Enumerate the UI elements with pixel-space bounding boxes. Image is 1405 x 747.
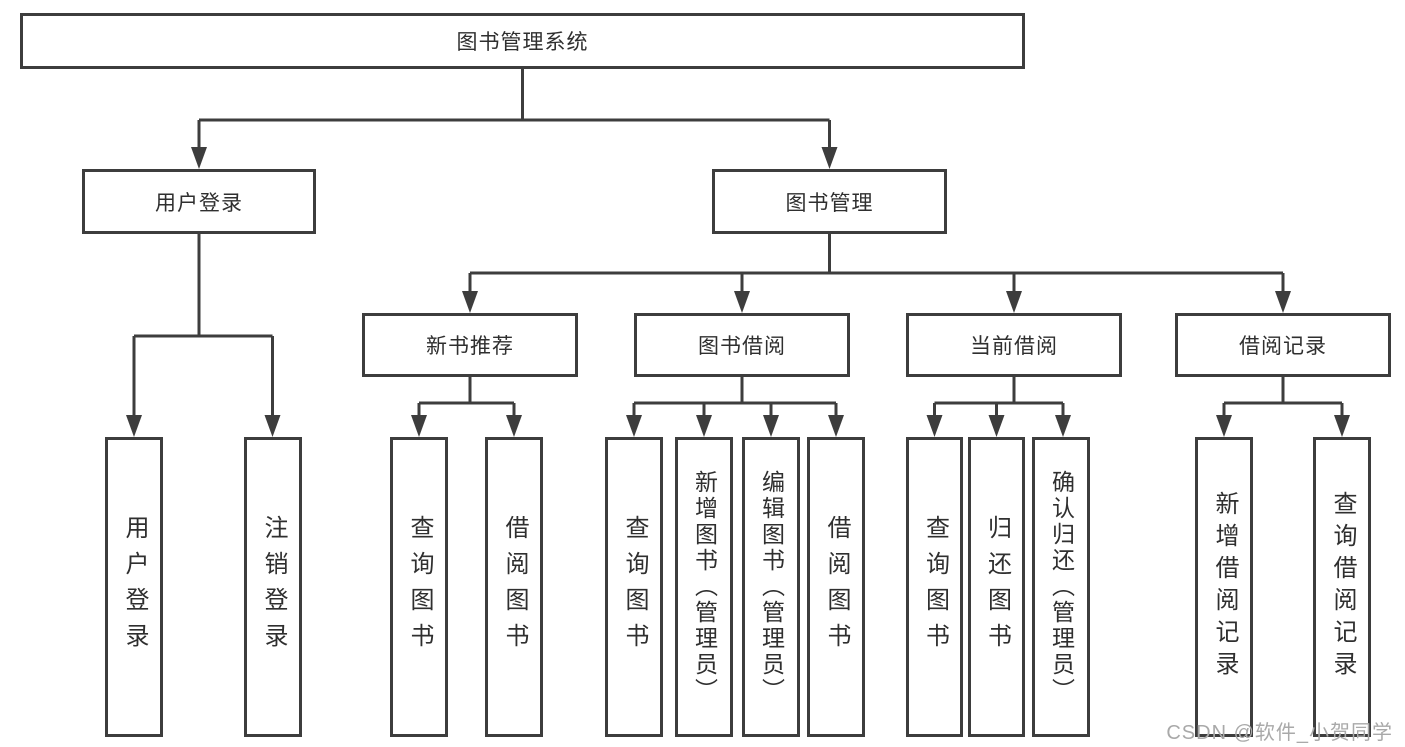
- node-user-login: 用户登录: [82, 169, 316, 234]
- leaf-add-book-admin: 新增图书（管理员）: [675, 437, 733, 737]
- leaf-user-login: 用户登录: [105, 437, 163, 737]
- leaf-borrow-books: 借阅图书: [807, 437, 865, 737]
- leaf-logout: 注销登录: [244, 437, 302, 737]
- user-login-branch: [126, 233, 281, 437]
- leaf-query-books-current: 查询图书: [906, 437, 963, 737]
- node-book-management: 图书管理: [712, 169, 947, 234]
- node-book-borrow: 图书借阅: [634, 313, 850, 377]
- leaf-query-borrow-record: 查询借阅记录: [1313, 437, 1371, 737]
- new-book-branch: [411, 376, 522, 437]
- book-management-branch: [462, 233, 1291, 313]
- node-library-management-system: 图书管理系统: [20, 13, 1025, 69]
- book-borrow-branch: [626, 376, 844, 437]
- node-new-book-recommend: 新书推荐: [362, 313, 578, 377]
- leaf-edit-book-admin: 编辑图书（管理员）: [742, 437, 800, 737]
- node-borrow-records: 借阅记录: [1175, 313, 1391, 377]
- leaf-query-books-recommend: 查询图书: [390, 437, 448, 737]
- leaf-query-books-borrow: 查询图书: [605, 437, 663, 737]
- root-branch: [191, 68, 838, 169]
- leaf-borrow-books-recommend: 借阅图书: [485, 437, 543, 737]
- leaf-return-books: 归还图书: [968, 437, 1025, 737]
- csdn-watermark: CSDN @软件_小贺同学: [1166, 722, 1393, 744]
- borrow-records-branch: [1216, 376, 1350, 437]
- current-borrow-branch: [926, 376, 1071, 437]
- leaf-add-borrow-record: 新增借阅记录: [1195, 437, 1253, 737]
- node-current-borrow: 当前借阅: [906, 313, 1122, 377]
- leaf-confirm-return-admin: 确认归还（管理员）: [1032, 437, 1090, 737]
